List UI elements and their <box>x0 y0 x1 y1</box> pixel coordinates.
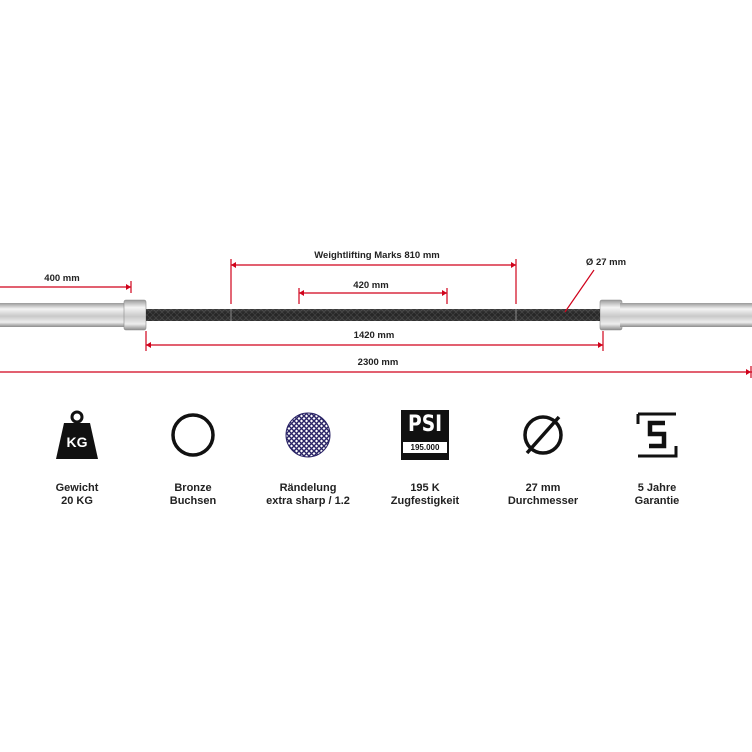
sleeve-length-label: 400 mm <box>44 273 80 284</box>
weight-icon-text: KG <box>67 434 88 450</box>
center-knurl-label: 420 mm <box>353 280 389 291</box>
diameter-leader-line <box>564 269 595 313</box>
total-length-label: 2300 mm <box>357 357 399 368</box>
psi-icon: PSI 195.000 <box>395 405 455 465</box>
psi-icon-value: 195.000 <box>403 442 447 453</box>
feature-weight: KG Gewicht 20 KG <box>12 405 142 508</box>
shaft-length-label: 1420 mm <box>353 330 395 341</box>
feature-weight-line1: Gewicht <box>55 482 99 494</box>
diameter-label: Ø 27 mm <box>585 257 627 268</box>
warranty-icon <box>627 405 687 465</box>
feature-tensile-line1: 195 K <box>410 482 440 494</box>
barbell-shaft <box>146 309 600 321</box>
psi-icon-text: PSI <box>407 412 443 437</box>
feature-tensile-strength: PSI 195.000 195 K Zugfestigkeit <box>360 405 490 508</box>
feature-diameter-line1: 27 mm <box>525 482 561 494</box>
diameter-icon <box>513 405 573 465</box>
left-sleeve <box>0 299 147 331</box>
ring-icon <box>163 405 223 465</box>
feature-knurling-line1: Rändelung <box>279 482 337 494</box>
right-sleeve <box>599 299 752 331</box>
weightlifting-marks-label: Weightlifting Marks 810 mm <box>314 250 440 261</box>
feature-bushings-line1: Bronze <box>174 482 212 494</box>
feature-tensile-line2: Zugfestigkeit <box>390 495 460 507</box>
feature-warranty-line1: 5 Jahre <box>637 482 677 494</box>
feature-knurling: Rändelung extra sharp / 1.2 <box>243 405 373 508</box>
knurling-icon <box>278 405 338 465</box>
feature-diameter: 27 mm Durchmesser <box>478 405 608 508</box>
feature-warranty: 5 Jahre Garantie <box>592 405 722 508</box>
feature-weight-line2: 20 KG <box>61 495 93 507</box>
weight-icon: KG <box>47 405 107 465</box>
feature-bushings: Bronze Buchsen <box>128 405 258 508</box>
feature-warranty-line2: Garantie <box>634 495 680 507</box>
feature-diameter-line2: Durchmesser <box>507 495 579 507</box>
feature-knurling-line2: extra sharp / 1.2 <box>266 495 350 507</box>
feature-bushings-line2: Buchsen <box>169 495 217 507</box>
